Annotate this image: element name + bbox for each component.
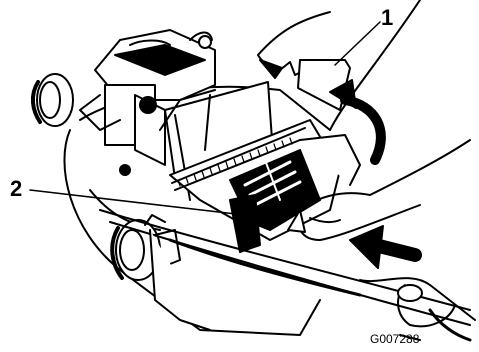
callout-label-1: 1 (381, 7, 393, 29)
figure-code: G007288 (370, 332, 419, 346)
push-arrow-icon (350, 226, 415, 268)
handle-lever (360, 278, 475, 340)
upper-hand (258, 0, 420, 130)
leader-line-1 (335, 22, 380, 65)
callout-label-2: 2 (10, 178, 22, 200)
wheel-top-left (33, 74, 73, 126)
